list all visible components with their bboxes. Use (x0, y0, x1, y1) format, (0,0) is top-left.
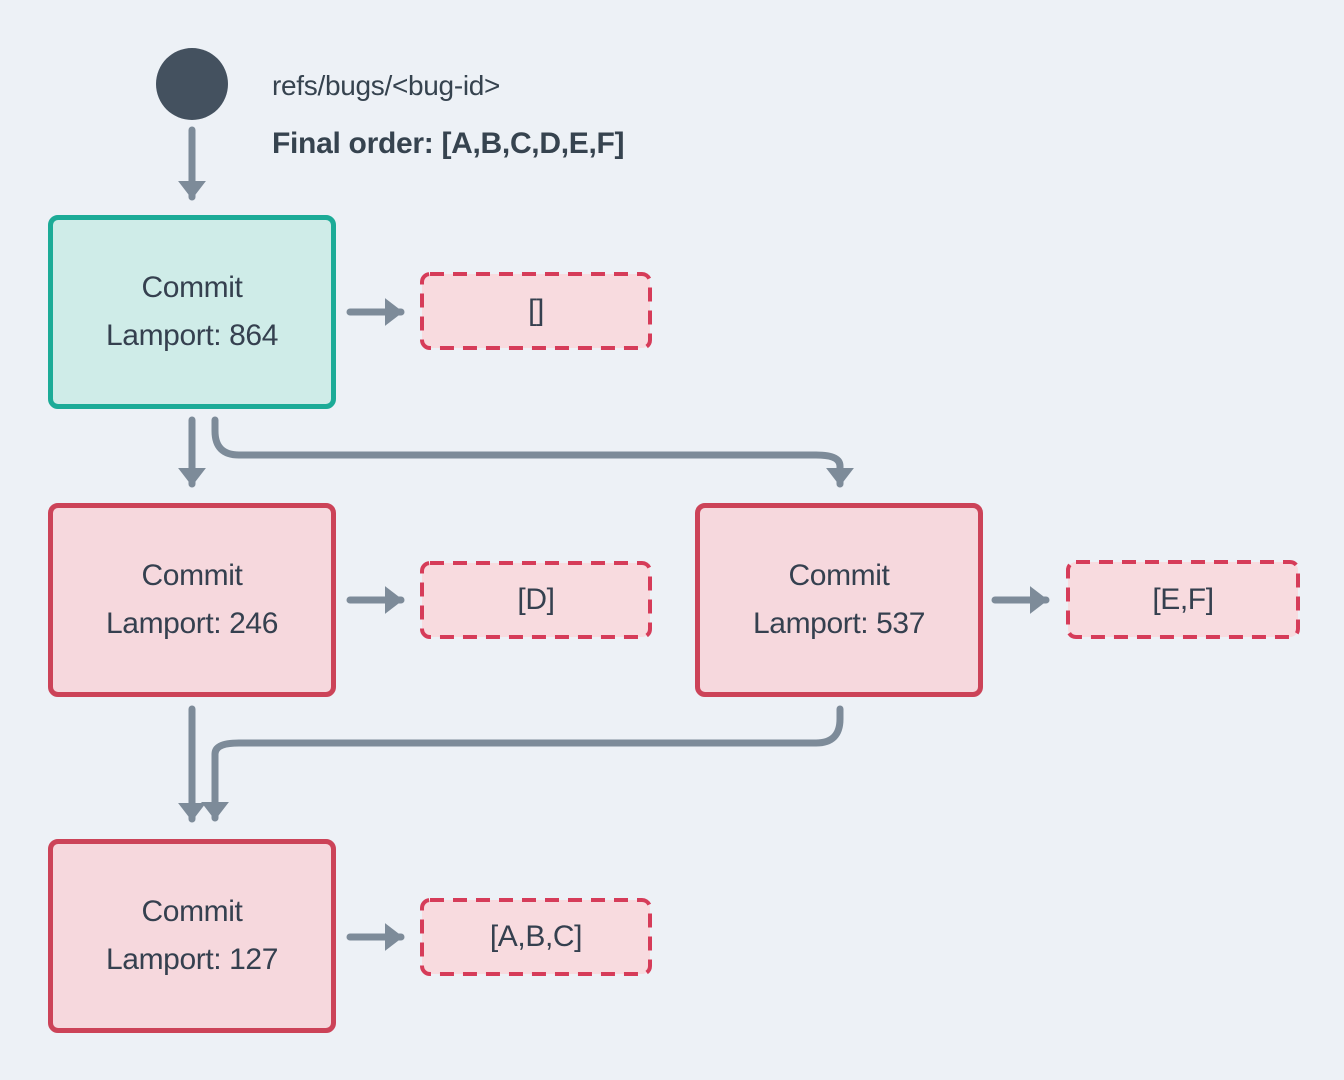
ref-name-label: refs/bugs/<bug-id> (272, 70, 501, 101)
edge-commit-864-to-commit-537 (211, 416, 854, 488)
payload-box-246 (420, 561, 652, 639)
commit-node-537: Commit Lamport: 537 (695, 503, 983, 697)
commit-lamport: Lamport: 864 (106, 319, 278, 352)
edge-commit-537-to-commit-127 (201, 705, 844, 822)
commit-title: Commit (141, 271, 243, 304)
payload-label-864: [] (528, 294, 544, 327)
commit-title: Commit (788, 559, 890, 592)
payload-box-864 (420, 272, 652, 350)
payload-box-537 (1066, 560, 1300, 639)
final-order-label: Final order: [A,B,C,D,E,F] (272, 127, 625, 160)
commit-lamport: Lamport: 537 (753, 607, 925, 640)
commit-node-246: Commit Lamport: 246 (48, 503, 336, 697)
payload-label-127: [A,B,C] (489, 920, 583, 953)
commit-node-127: Commit Lamport: 127 (48, 839, 336, 1033)
commit-node-864: Commit Lamport: 864 (48, 215, 336, 409)
payload-label-537: [E,F] (1152, 582, 1214, 616)
payload-label-246: [D] (517, 583, 555, 616)
commit-title: Commit (141, 559, 243, 592)
ref-node-icon (156, 48, 228, 120)
payload-box-127 (420, 898, 652, 976)
commit-lamport: Lamport: 246 (106, 607, 278, 640)
commit-lamport: Lamport: 127 (106, 943, 278, 976)
commit-title: Commit (141, 895, 243, 928)
